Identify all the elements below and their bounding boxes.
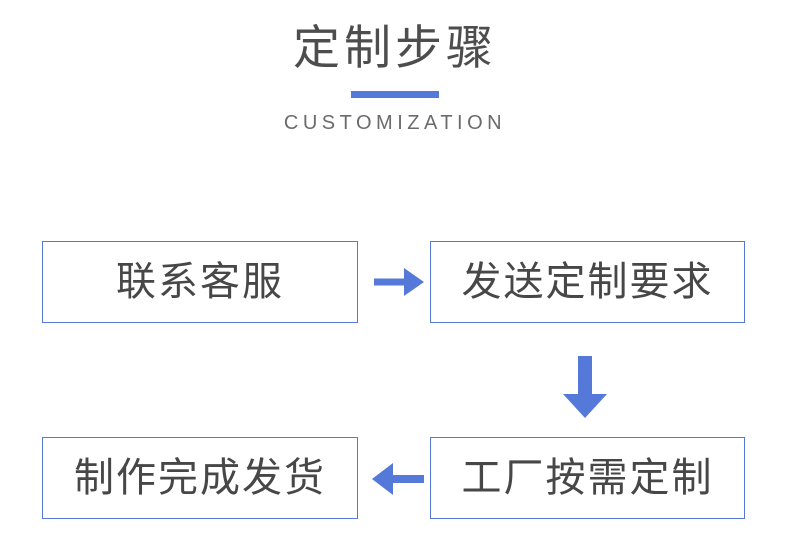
step-box-production-complete-shipping[interactable]: 制作完成发货 xyxy=(42,437,358,519)
step-label: 制作完成发货 xyxy=(74,455,326,501)
title-underline-rule xyxy=(351,91,439,99)
page-title: 定制步骤 xyxy=(293,21,497,76)
step-label: 联系客服 xyxy=(116,259,284,305)
step-box-factory-custom-made[interactable]: 工厂按需定制 xyxy=(430,437,745,519)
step-label: 工厂按需定制 xyxy=(461,455,714,501)
step-box-contact-support[interactable]: 联系客服 xyxy=(42,241,358,323)
arrow-right-icon xyxy=(374,268,424,296)
page-header: 定制步骤 CUSTOMIZATION xyxy=(0,0,790,135)
step-box-send-requirements[interactable]: 发送定制要求 xyxy=(430,241,745,323)
arrow-left-icon xyxy=(372,463,424,495)
customization-steps-flow: 联系客服 发送定制要求 制作完成发货 工厂按需定制 xyxy=(0,220,790,553)
page-subtitle: CUSTOMIZATION xyxy=(283,112,507,135)
arrow-down-icon xyxy=(563,356,607,418)
step-label: 发送定制要求 xyxy=(461,259,714,305)
